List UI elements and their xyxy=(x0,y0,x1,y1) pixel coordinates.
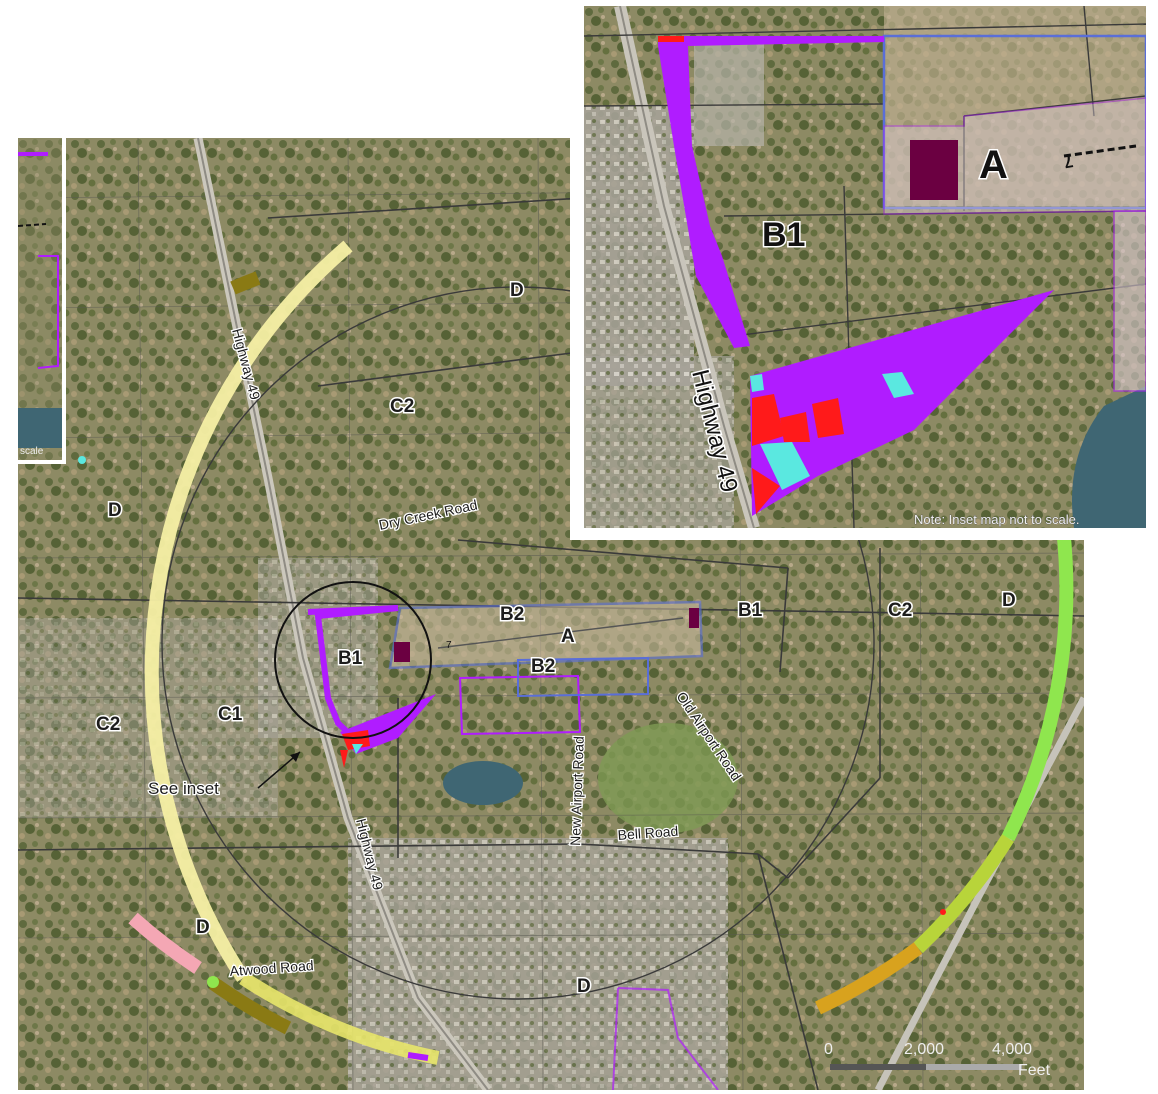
zone-label-d-north: D xyxy=(510,280,524,301)
inset-note: Note: Inset map not to scale. xyxy=(914,512,1079,527)
inset-zone-label-a: A xyxy=(979,143,1008,187)
zone-label-d-west: D xyxy=(108,500,122,521)
zone-label-a: A xyxy=(561,626,575,647)
left-inset-fragment-text: scale xyxy=(20,446,44,457)
road-label-new-airport: New Airport Road xyxy=(567,736,587,846)
see-inset-label: See inset xyxy=(148,779,219,798)
zone-a-block-west xyxy=(394,642,410,662)
airport-zones xyxy=(307,600,704,768)
left-inset-frame: scale xyxy=(0,138,66,464)
road-label-bell: Bell Road xyxy=(617,823,679,843)
zone-a-block-east xyxy=(689,608,699,628)
inset-b1-purple-strip xyxy=(658,36,884,348)
left-inset-canvas: scale xyxy=(18,138,62,460)
lake xyxy=(443,761,523,805)
zone-label-c2-east: C2 xyxy=(888,600,912,621)
scale-tick-2000: 2,000 xyxy=(904,1041,944,1058)
golf-course xyxy=(598,723,738,833)
zone-label-d-southwest: D xyxy=(196,917,210,938)
zone-label-b2-north: B2 xyxy=(500,604,524,625)
zone-label-b2-south: B2 xyxy=(531,656,555,677)
zone-label-b1-west: B1 xyxy=(338,648,363,669)
scale-unit: Feet xyxy=(1018,1062,1051,1079)
zone-label-c1: C1 xyxy=(218,704,243,725)
inset-runway-number: 7 xyxy=(1062,152,1074,170)
zone-label-c2-west: C2 xyxy=(96,714,120,735)
c2-outer-circle xyxy=(161,286,875,1000)
highway-east-line xyxy=(874,696,1084,1090)
scale-tick-0: 0 xyxy=(824,1041,833,1058)
runway-number-small: 7 xyxy=(446,640,452,651)
inset-zone-label-b1: B1 xyxy=(762,216,805,254)
zone-label-c2-north: C2 xyxy=(390,396,414,417)
zone-label-d-east: D xyxy=(1002,590,1016,611)
inset-zone-a-block xyxy=(910,140,958,200)
scale-bar: 0 2,000 4,000 Feet xyxy=(824,1041,1051,1079)
inset-map-canvas: A 7 B1 Highway 49 Note: Inset map not to… xyxy=(584,6,1146,528)
scale-tick-4000: 4,000 xyxy=(992,1041,1032,1058)
inset-map-frame: A 7 B1 Highway 49 Note: Inset map not to… xyxy=(570,0,1158,540)
inset-callout-circle xyxy=(274,581,432,739)
inset-purple-wedge xyxy=(750,290,1054,516)
outer-ring xyxy=(128,240,1074,1065)
zone-label-d-south: D xyxy=(577,976,591,997)
zone-label-b1-east: B1 xyxy=(738,600,763,621)
